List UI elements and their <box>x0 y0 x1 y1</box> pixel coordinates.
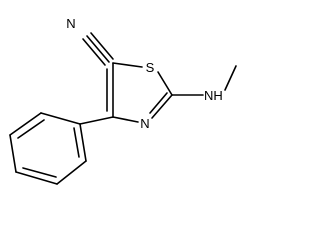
ring-n-label: N <box>140 116 149 131</box>
phenyl-bond-3 <box>9 134 17 173</box>
phenyl-bond-4 <box>15 171 58 185</box>
bond-c4-phenyl <box>79 116 114 125</box>
bond-s-c2 <box>157 71 173 96</box>
bond-c2-n3-a <box>151 94 173 119</box>
phenyl-bond-2 <box>9 112 42 136</box>
phenyl-bond-5 <box>56 160 87 185</box>
phenyl-double-1 <box>17 119 45 139</box>
phenyl-bond-6 <box>79 123 87 162</box>
amine-nh-label: NH <box>204 88 223 103</box>
nitrile-n-label: N <box>66 16 75 31</box>
bond-nh-ch3 <box>224 65 237 91</box>
nitrile-bond-1 <box>86 35 110 63</box>
nitrile-bond-2 <box>90 32 114 60</box>
nitrile-bond-3 <box>82 38 106 66</box>
phenyl-double-3 <box>73 127 80 158</box>
ring-s-label: S <box>146 60 155 75</box>
phenyl-double-2 <box>22 167 57 178</box>
bond-n3-c4 <box>112 116 139 123</box>
bond-c2-n3-b <box>149 92 168 114</box>
phenyl-bond-1 <box>40 112 81 125</box>
bond-c5-s <box>112 62 143 68</box>
chemical-structure: N S N NH <box>9 16 237 185</box>
